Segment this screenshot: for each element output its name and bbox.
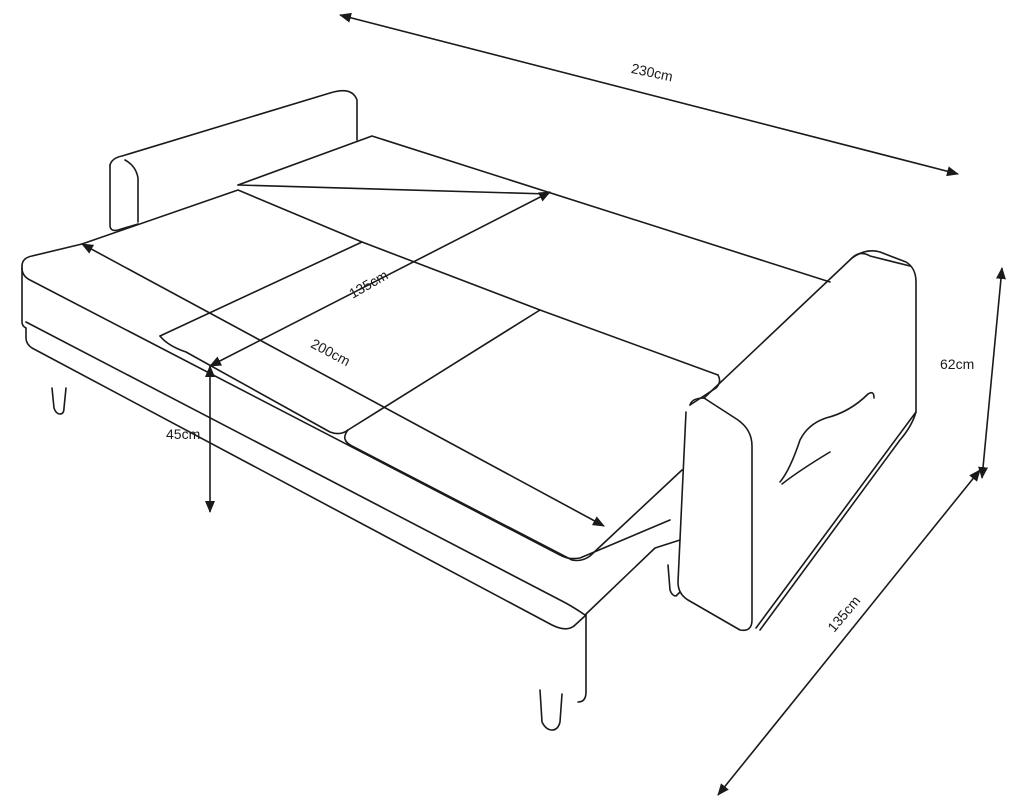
bed-cushions [81, 189, 719, 562]
backrest [237, 135, 831, 283]
depth-seat-label: 135cm [346, 267, 390, 302]
width-total-label: 230cm [630, 60, 674, 84]
sofa-legs [51, 387, 681, 731]
sofa-frame [21, 243, 681, 703]
sofa-drawing [21, 89, 917, 731]
back-height-arrow [978, 267, 1006, 479]
dimension-arrows [81, 12, 1006, 796]
back-height-label: 62cm [940, 356, 974, 372]
bed-length-arrow [81, 243, 605, 527]
depth-total-arrow [717, 469, 981, 796]
bed-length-label: 200cm [308, 335, 353, 369]
width-total-arrow [339, 12, 959, 177]
right-armrest [677, 250, 917, 632]
seat-height-label: 45cm [166, 426, 200, 442]
left-armrest [109, 89, 358, 232]
depth-total-label: 135cm [824, 593, 863, 635]
